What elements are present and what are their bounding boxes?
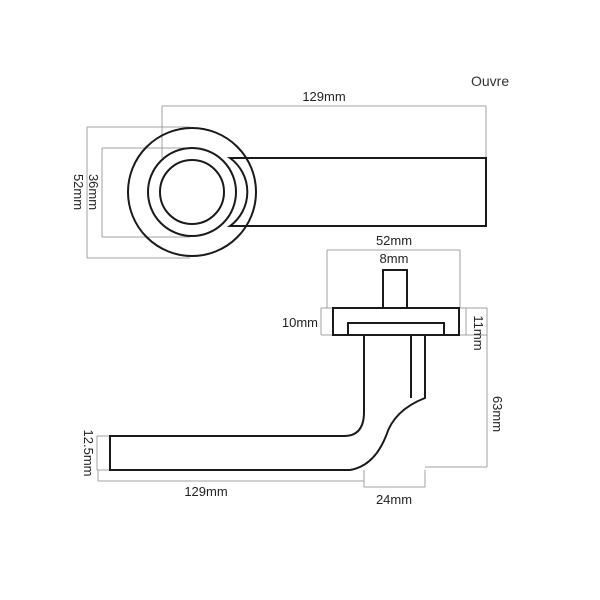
bottom-length-dim-line (97, 470, 365, 482)
dimension-labels: 129mm 52mm 36mm 52mm 8mm 10mm 11mm 63mm … (71, 89, 505, 507)
label-lever-thickness: 12.5mm (81, 430, 96, 477)
rose-height-dim-line (460, 307, 487, 336)
label-bottom-length: 129mm (184, 484, 227, 499)
label-top-length: 129mm (302, 89, 345, 104)
rose-inner-circle (159, 159, 225, 225)
lever-thickness-dim-line (96, 435, 110, 471)
rose-inner-dim-line (101, 147, 190, 238)
rose-plate (332, 307, 460, 336)
label-rose-thickness: 10mm (282, 315, 318, 330)
brand-name: Ouvre (471, 73, 509, 89)
base-width-dim-line (326, 249, 461, 308)
top-length-dim-line (161, 105, 487, 158)
neck-width-dim-line (363, 470, 426, 488)
top-view-dimension-lines (86, 105, 487, 259)
label-rose-inner: 36mm (86, 174, 101, 210)
top-view (86, 105, 487, 259)
side-view (96, 249, 488, 488)
label-spindle: 8mm (380, 251, 409, 266)
spindle-dim-line (382, 269, 408, 292)
label-total-height: 63mm (490, 396, 505, 432)
label-rose-outer: 52mm (71, 174, 86, 210)
rose-mid-circle (147, 147, 237, 237)
rose-outer-dim-line (86, 126, 190, 259)
side-view-dimension-lines (96, 249, 488, 488)
total-height-dim-line (425, 308, 488, 468)
lever-bar-top (226, 157, 487, 227)
lever-profile-side (109, 334, 426, 471)
label-base-width: 52mm (376, 233, 412, 248)
label-rose-height: 11mm (471, 315, 486, 350)
rose-plate-inner-line (347, 322, 445, 336)
rose-outer-circle (127, 127, 257, 257)
label-neck-width: 24mm (376, 492, 412, 507)
spindle (382, 269, 408, 309)
